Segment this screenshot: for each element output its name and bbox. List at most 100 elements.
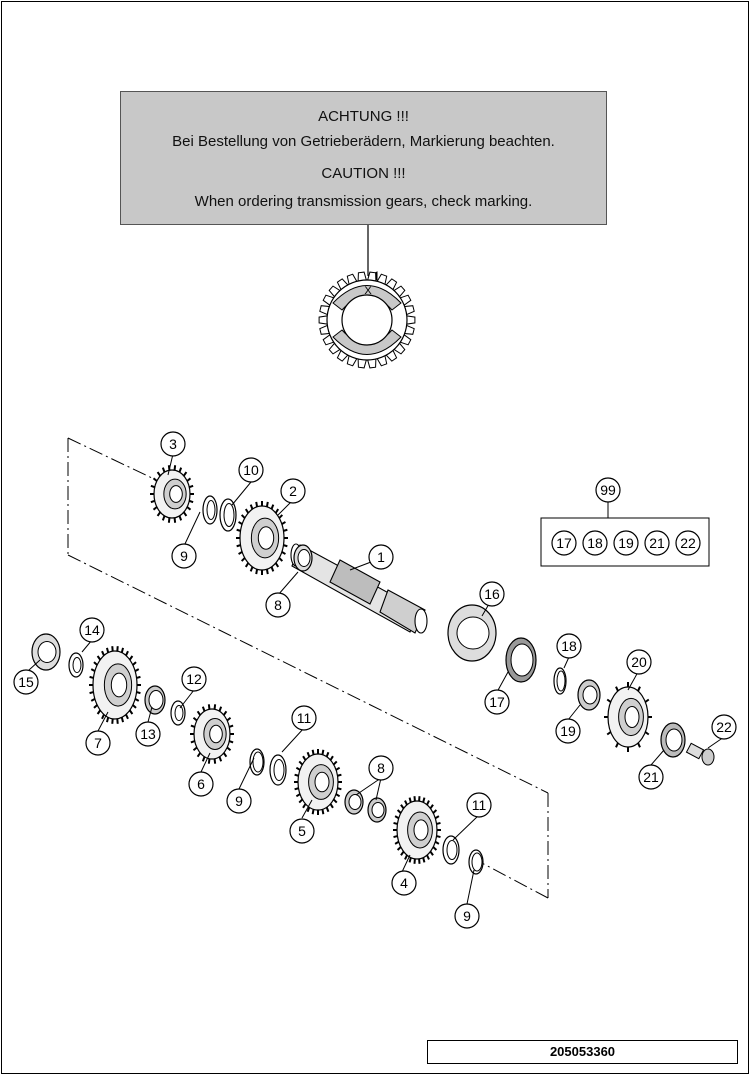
callout-label: 11: [297, 710, 312, 726]
seal-17: [505, 637, 537, 683]
callout-label: 10: [243, 462, 259, 478]
kit-member-label: 17: [556, 535, 572, 551]
callout-label: 19: [560, 723, 576, 739]
washer-9-upper: [202, 495, 218, 525]
callout-label: 13: [140, 726, 156, 742]
kit-member-label: 21: [649, 535, 665, 551]
kit-member-label: 19: [618, 535, 634, 551]
kit-member-21: 21: [644, 530, 670, 556]
circlip-9-lower: [468, 849, 484, 875]
bushing-13: [144, 685, 166, 715]
callout-4: 4: [391, 870, 417, 896]
bearing-16: [447, 604, 497, 662]
kit-member-label: 22: [680, 535, 696, 551]
gear-7: [89, 646, 141, 724]
bushing-8-a: [344, 789, 364, 815]
callout-label: 18: [561, 638, 577, 654]
washer-12: [170, 700, 186, 726]
gear-2: [236, 501, 288, 575]
gear-6: [190, 704, 234, 764]
callout-label: 14: [84, 622, 100, 638]
callout-label: 4: [400, 875, 408, 891]
callout-6: 6: [188, 771, 214, 797]
callout-label: 2: [289, 483, 297, 499]
callout-label: 9: [180, 548, 188, 564]
callout-17: 17: [484, 689, 510, 715]
callout-label: 3: [169, 436, 177, 452]
gear-4: [393, 796, 441, 864]
washer-11-lower: [442, 835, 460, 865]
callout-18: 18: [556, 633, 582, 659]
callout-14: 14: [79, 617, 105, 643]
callout-label: 11: [472, 797, 487, 813]
callout-label: 16: [484, 586, 500, 602]
callout-2: 2: [280, 478, 306, 504]
callout-label: 8: [377, 760, 385, 776]
bushing-8-upper: [293, 544, 313, 572]
callout-11: 11: [291, 705, 317, 731]
callout-1: 1: [368, 544, 394, 570]
document-number: 205053360: [427, 1040, 738, 1064]
caution-title-en: CAUTION !!!: [321, 165, 406, 182]
callout-16: 16: [479, 581, 505, 607]
kit-member-label: 18: [587, 535, 603, 551]
marked-gear-detail: X: [318, 271, 416, 369]
callout-5: 5: [289, 818, 315, 844]
callout-9: 9: [454, 903, 480, 929]
callout-label: 8: [274, 597, 282, 613]
kit-member-19: 19: [613, 530, 639, 556]
washer-10: [219, 498, 237, 532]
caution-text-de: Bei Bestellung von Getrieberädern, Marki…: [172, 133, 555, 150]
assembly-frame-lines: [67, 437, 549, 899]
kit-member-22: 22: [675, 530, 701, 556]
gear-3: [150, 465, 194, 523]
washer-11-mid: [269, 754, 287, 786]
sprocket-20: [604, 682, 652, 752]
callout-label: 15: [18, 674, 34, 690]
washer-18: [553, 667, 567, 695]
callout-label: 12: [186, 671, 202, 687]
callout-label: 9: [235, 793, 243, 809]
callout-21: 21: [638, 764, 664, 790]
callout-12: 12: [181, 666, 207, 692]
callout-label: 5: [298, 823, 306, 839]
callout-22: 22: [711, 714, 737, 740]
callout-label: 21: [643, 769, 659, 785]
callout-9: 9: [171, 543, 197, 569]
callout-8: 8: [368, 755, 394, 781]
callout-15: 15: [13, 669, 39, 695]
callout-label: 9: [463, 908, 471, 924]
callout-label: 17: [489, 694, 505, 710]
washer-14: [68, 652, 84, 678]
kit-member-18: 18: [582, 530, 608, 556]
caution-box: ACHTUNG !!! Bei Bestellung von Getrieber…: [120, 91, 607, 225]
caution-text-en: When ordering transmission gears, check …: [194, 193, 533, 210]
callout-3: 3: [160, 431, 186, 457]
washer-21: [660, 722, 686, 758]
kit-number: 99: [600, 482, 616, 498]
callout-kit: 99: [595, 477, 621, 503]
callout-8: 8: [265, 592, 291, 618]
main-shaft: [290, 543, 428, 634]
callout-label: 20: [631, 654, 647, 670]
callout-9: 9: [226, 788, 252, 814]
callout-label: 1: [377, 549, 385, 565]
bushing-19: [577, 679, 601, 711]
callout-11: 11: [466, 792, 492, 818]
caution-title-de: ACHTUNG !!!: [318, 108, 409, 125]
bushing-8-b: [367, 797, 387, 823]
callout-19: 19: [555, 718, 581, 744]
kit-member-17: 17: [551, 530, 577, 556]
gear-5: [294, 749, 342, 815]
callout-13: 13: [135, 721, 161, 747]
washer-9-mid: [249, 748, 265, 776]
callout-10: 10: [238, 457, 264, 483]
callout-7: 7: [85, 730, 111, 756]
bearing-15: [31, 633, 61, 671]
callout-label: 6: [197, 776, 205, 792]
callout-label: 22: [716, 719, 732, 735]
bolt-22: [685, 742, 715, 766]
callout-label: 7: [94, 735, 102, 751]
